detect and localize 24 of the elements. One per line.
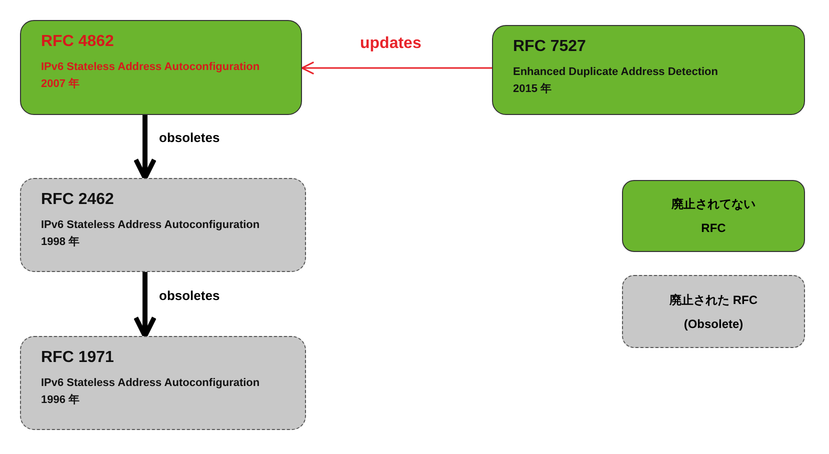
year-text: 1996 年 bbox=[41, 392, 81, 408]
edge-label: obsoletes bbox=[157, 288, 222, 303]
rfc-title: RFC 7527 bbox=[513, 38, 587, 56]
rfc-box bbox=[20, 20, 302, 115]
rfc-box bbox=[20, 178, 306, 272]
rfc-box bbox=[20, 336, 306, 430]
rfc-description: IPv6 Stateless Address Autoconfiguration bbox=[41, 218, 261, 233]
rfc-box bbox=[492, 25, 805, 115]
arrow bbox=[133, 272, 157, 338]
year-text: 2007 年 bbox=[41, 76, 81, 92]
legend-text: 廃止された RFC (Obsolete) bbox=[668, 292, 758, 332]
year-text: 1998 年 bbox=[41, 234, 81, 250]
rfc-title: RFC 2462 bbox=[41, 191, 115, 209]
rfc-description: IPv6 Stateless Address Autoconfiguration bbox=[41, 376, 261, 391]
arrow bbox=[133, 115, 157, 180]
rfc-description: Enhanced Duplicate Address Detection bbox=[513, 65, 719, 80]
rfc-title: RFC 1971 bbox=[41, 349, 115, 367]
rfc-description: IPv6 Stateless Address Autoconfiguration bbox=[41, 60, 261, 75]
year-text: 2015 年 bbox=[513, 82, 553, 97]
legend-text: 廃止されてない RFC bbox=[670, 196, 756, 237]
edge-label: updates bbox=[358, 35, 424, 53]
rfc-title: RFC 4862 bbox=[41, 33, 115, 51]
edge-label: obsoletes bbox=[157, 130, 222, 145]
arrow bbox=[301, 61, 492, 75]
